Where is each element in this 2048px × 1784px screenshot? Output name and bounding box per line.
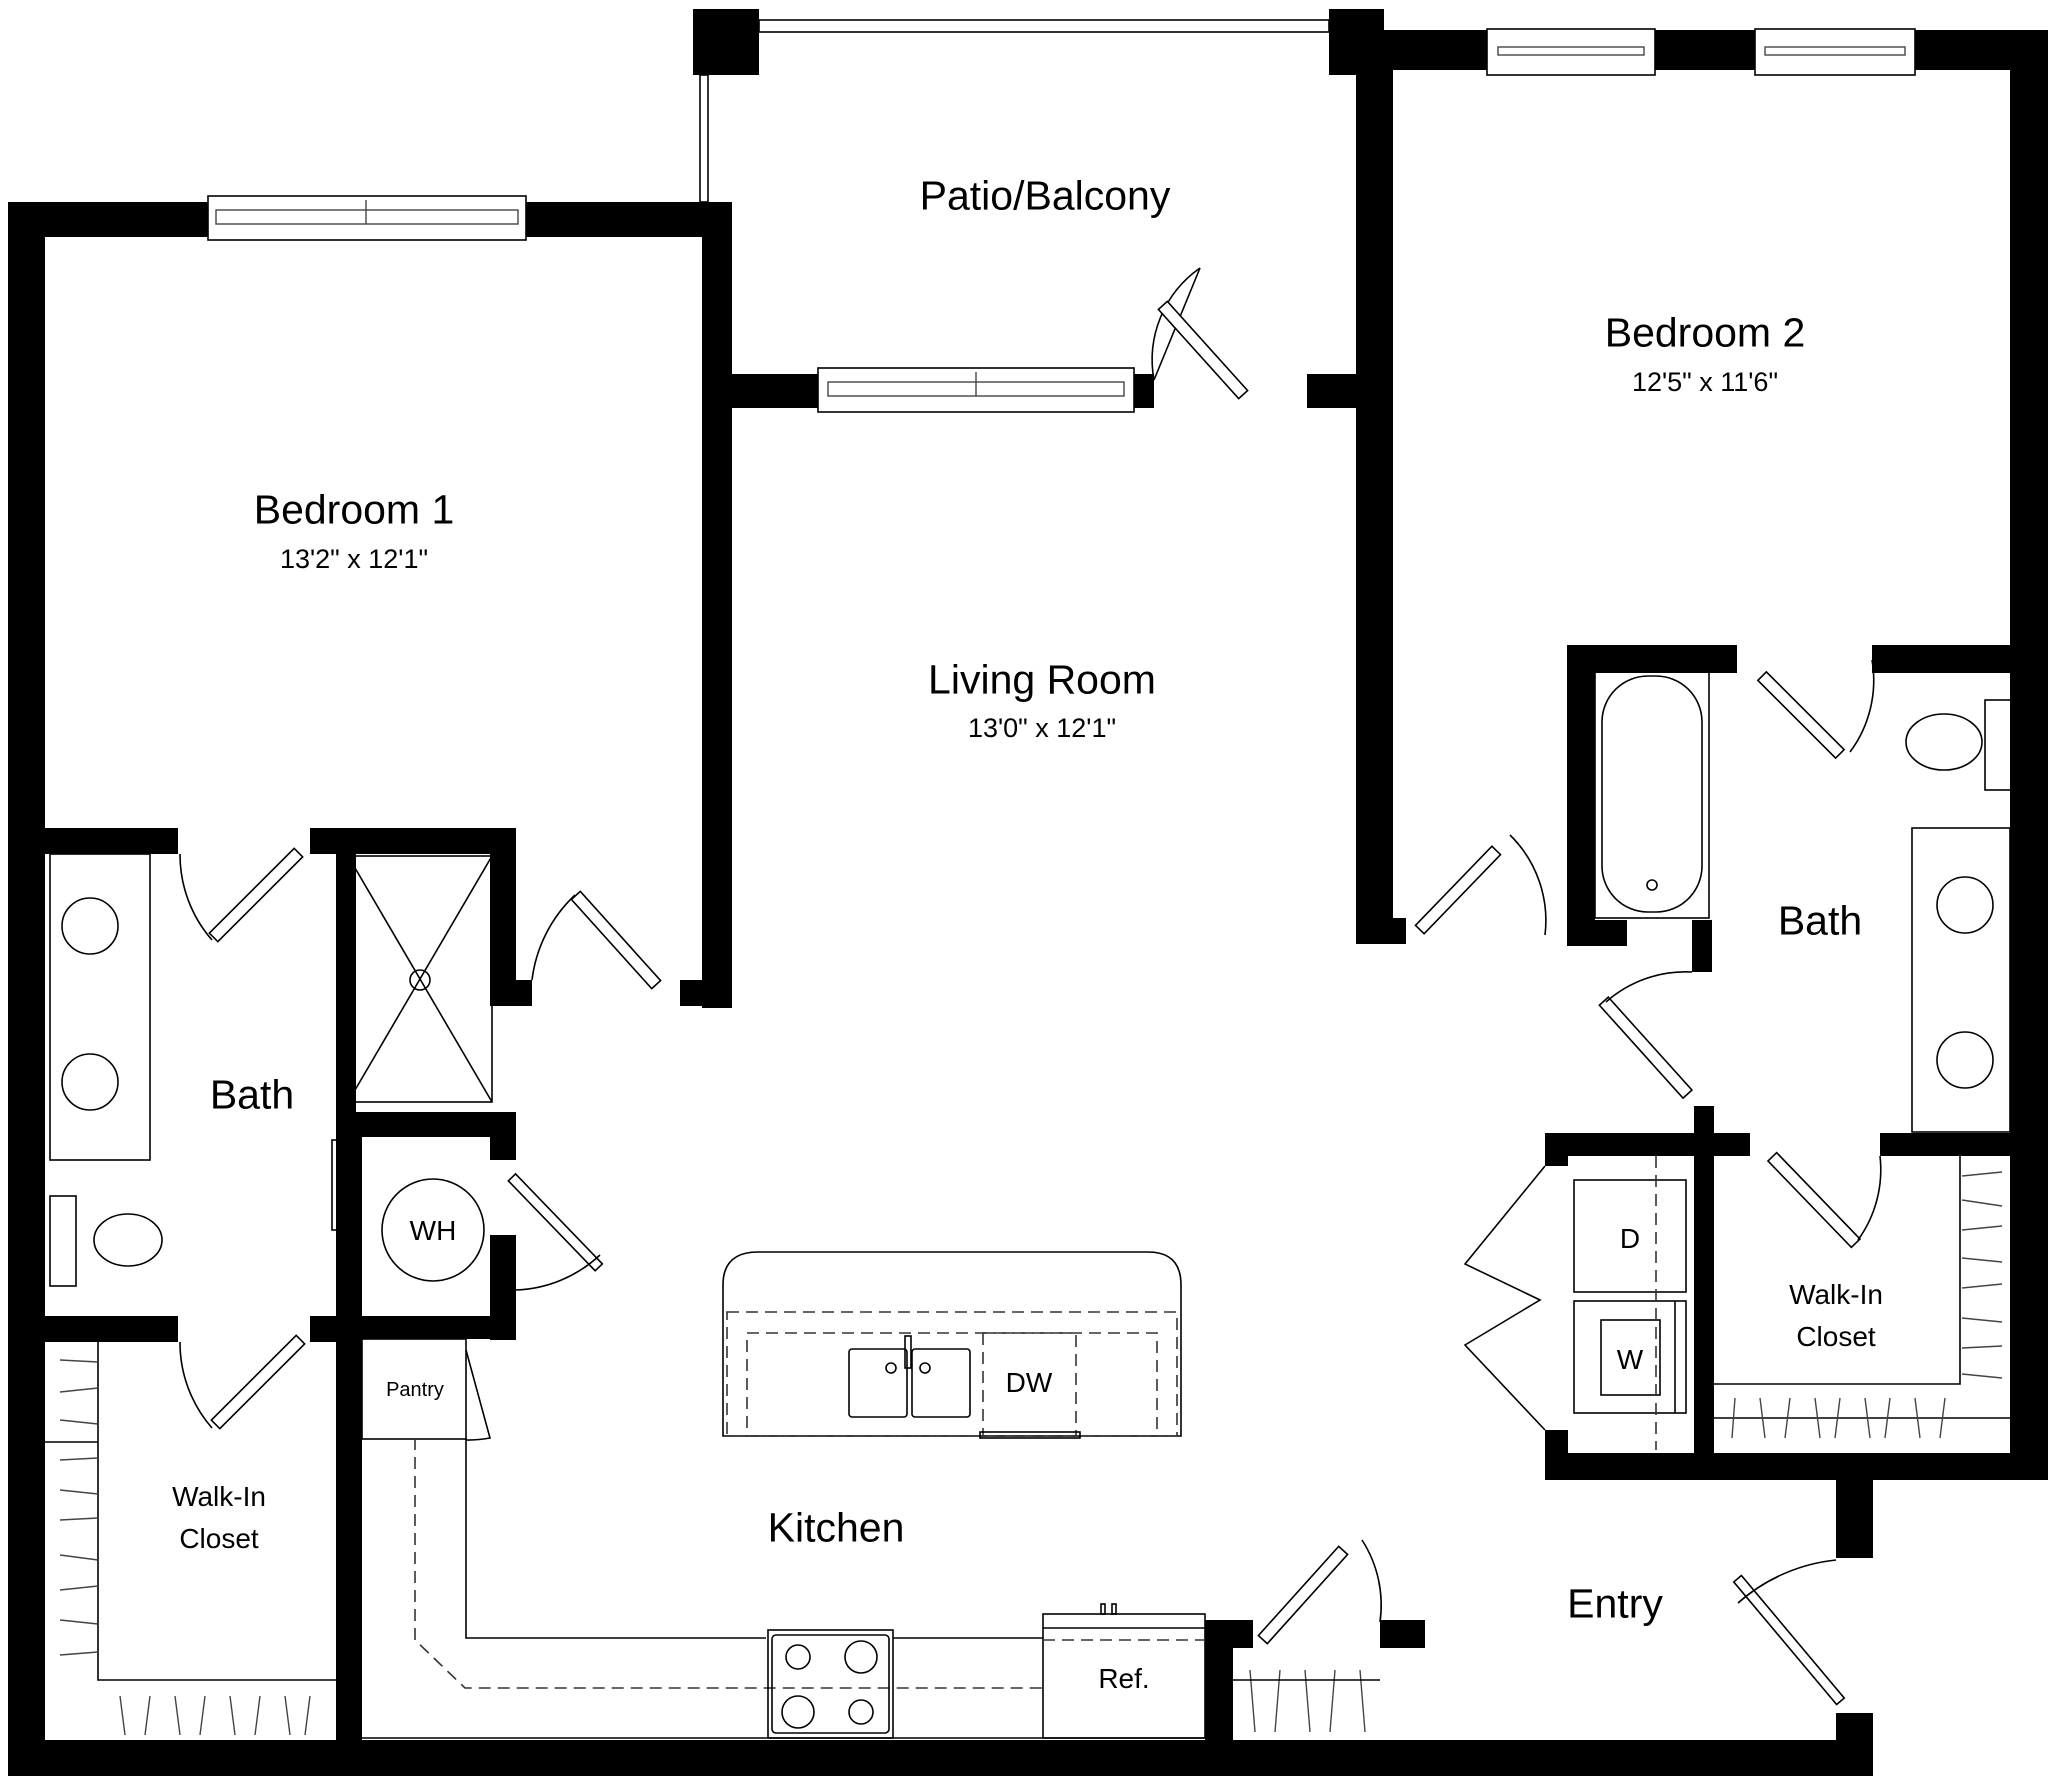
kitchen-fixtures xyxy=(362,1251,1206,1739)
bath1-fixtures xyxy=(49,853,493,1287)
room-label-closet2-line2: Closet xyxy=(1796,1321,1876,1353)
interior-walls xyxy=(8,645,2048,1776)
fixture-label-water-heater: WH xyxy=(409,1215,457,1247)
room-label-bath1: Bath xyxy=(209,1071,295,1118)
room-dimensions-bedroom2: 12'5" x 11'6" xyxy=(1631,366,1779,397)
doors xyxy=(179,267,1882,1706)
bath2-fixtures xyxy=(1594,667,2012,1133)
fixture-label-dryer: D xyxy=(1619,1223,1641,1255)
room-label-living: Living Room xyxy=(928,656,1156,703)
fixture-label-pantry: Pantry xyxy=(386,1379,444,1401)
room-dimensions-living: 13'0" x 12'1" xyxy=(967,712,1117,743)
room-label-bedroom2: Bedroom 2 xyxy=(1604,309,1806,356)
exterior-walls xyxy=(8,9,2048,1776)
closet-shelves xyxy=(44,1156,2010,1736)
laundry-fixtures xyxy=(1573,1156,1687,1450)
fixture-label-dishwasher: DW xyxy=(1005,1367,1053,1399)
room-label-closet1-line2: Closet xyxy=(179,1523,259,1555)
windows xyxy=(207,28,1916,413)
room-label-bath2: Bath xyxy=(1777,897,1863,944)
utility-fixtures xyxy=(361,1178,485,1440)
room-label-kitchen: Kitchen xyxy=(767,1504,905,1551)
fixture-label-refrigerator: Ref. xyxy=(1098,1663,1150,1695)
room-label-patio: Patio/Balcony xyxy=(919,172,1171,219)
room-dimensions-bedroom1: 13'2" x 12'1" xyxy=(279,543,429,574)
room-label-closet1-line1: Walk-In xyxy=(172,1481,266,1513)
room-label-entry: Entry xyxy=(1567,1580,1663,1627)
room-label-closet2-line1: Walk-In xyxy=(1789,1279,1883,1311)
fixture-label-washer: W xyxy=(1616,1344,1644,1376)
room-label-bedroom1: Bedroom 1 xyxy=(253,486,455,533)
water-heater-icon xyxy=(381,1178,485,1282)
